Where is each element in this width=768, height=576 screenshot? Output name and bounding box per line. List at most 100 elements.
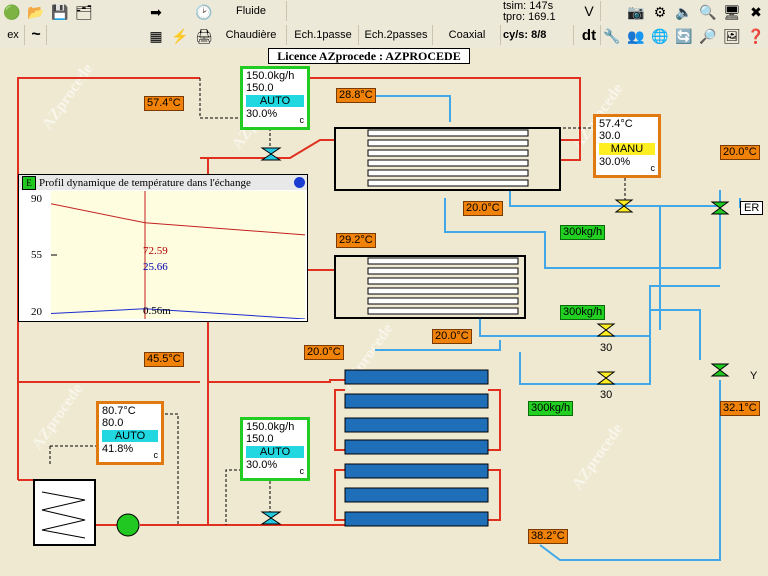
controller-pv: 80.7°C	[102, 405, 136, 417]
browser-icon[interactable]: 🌐	[651, 27, 669, 44]
controller-c: c	[299, 466, 305, 476]
new-file-icon[interactable]: 🟢	[3, 3, 21, 20]
temp-tag: 20.0°C	[304, 345, 344, 360]
hot-pipes	[17, 77, 581, 526]
valve-opening: 30	[600, 389, 613, 401]
tab-ech1passe[interactable]: Ech.1passe	[288, 25, 359, 45]
controller-sp[interactable]: 80.0	[102, 417, 124, 429]
next-arrow-icon[interactable]: ➡	[150, 3, 162, 20]
valve-bottom	[260, 511, 282, 525]
controller-mode-button[interactable]: AUTO	[246, 95, 304, 107]
clock-icon[interactable]: 🕑	[195, 3, 213, 20]
temp-tag: 38.2°C	[528, 529, 568, 544]
controller-mode-button[interactable]: AUTO	[102, 430, 158, 442]
red-value-label: 72.59	[143, 245, 168, 257]
temp-tag: 32.1°C	[720, 401, 760, 416]
plot-close-icon[interactable]	[294, 177, 305, 188]
valve-3	[596, 371, 616, 385]
printer-icon[interactable]: 🖨	[195, 27, 213, 44]
refresh-icon[interactable]: 🔄	[675, 27, 693, 44]
y-tick-label: 90	[31, 193, 42, 205]
temp-controller-right[interactable]: 57.4°C 30.0 MANU 30.0% c	[593, 114, 661, 178]
flow-tag: 300kg/h	[560, 225, 606, 240]
lightning-icon[interactable]: ⚡	[171, 27, 189, 44]
controller-sp[interactable]: 150.0	[246, 82, 274, 94]
controller-output[interactable]: 30.0%	[246, 459, 278, 471]
tune-icon[interactable]: 🔧	[603, 27, 621, 44]
controller-pv: 150.0kg/h	[246, 421, 295, 433]
temp-tag: 45.5°C	[144, 352, 184, 367]
sim-time-readout: tsim: 147s tpro: 169.1	[503, 1, 556, 23]
flow-controller-bottom[interactable]: 150.0kg/h 150.0 AUTO 30.0% c	[240, 417, 310, 481]
tpro-value: tpro: 169.1	[503, 11, 556, 23]
coaxial-exchanger	[344, 369, 489, 527]
blue-value-label: 25.66	[143, 261, 168, 273]
controller-output[interactable]: 30.0%	[599, 156, 631, 168]
monitor-icon[interactable]: 🖥	[723, 3, 741, 20]
plot-badge: E	[22, 176, 36, 190]
v-button[interactable]: V	[578, 1, 601, 21]
flow-controller-top[interactable]: 150.0kg/h 150.0 AUTO 30.0% c	[240, 66, 310, 130]
three-way-valve-top	[710, 201, 730, 215]
toolbar-bottom: ex ~ ▦ ⚡ 🖨 Chaudière Ech.1passe Ech.2pas…	[0, 24, 768, 49]
zoom-out-icon[interactable]: 🔎	[699, 27, 717, 44]
zoom-in-icon[interactable]: 🔍	[699, 3, 717, 20]
flow-tag: 300kg/h	[528, 401, 574, 416]
y-terminal: Y	[750, 370, 758, 382]
tree-icon[interactable]: 🗂	[75, 3, 93, 20]
controller-output[interactable]: 30.0%	[246, 108, 278, 120]
speaker-icon[interactable]: 🔈	[675, 3, 693, 20]
temp-tag: 20.0°C	[463, 201, 503, 216]
pump[interactable]	[116, 513, 140, 537]
temp-tag: 20.0°C	[432, 329, 472, 344]
plot-area: 72.59 25.66 0.56m	[51, 191, 305, 319]
users-icon[interactable]: 👥	[627, 27, 645, 44]
ex-button[interactable]: ex	[2, 25, 25, 45]
temp-tag: 20.0°C	[720, 145, 760, 160]
valve-top	[260, 147, 282, 161]
y-tick-label: 20	[31, 306, 42, 318]
series-line-red	[51, 203, 305, 236]
temp-controller-boiler[interactable]: 80.7°C 80.0 AUTO 41.8% c	[96, 401, 164, 465]
er-terminal: ER	[740, 201, 764, 215]
tab-ech2passes[interactable]: Ech.2passes	[360, 25, 433, 45]
image-icon[interactable]: 🖼	[723, 27, 741, 44]
calculator-icon[interactable]: ▦	[149, 27, 163, 44]
boiler	[33, 479, 96, 546]
plot-svg	[51, 191, 305, 319]
close-icon[interactable]: ✖	[750, 3, 762, 20]
plot-title: Profil dynamique de température dans l'é…	[39, 177, 251, 189]
controller-pv: 57.4°C	[599, 118, 633, 130]
open-folder-icon[interactable]: 📂	[27, 3, 45, 20]
controller-c: c	[299, 115, 305, 125]
controller-sp[interactable]: 150.0	[246, 433, 274, 445]
valve-2	[596, 323, 616, 337]
controller-mode-button[interactable]: AUTO	[246, 446, 304, 458]
help-icon[interactable]: ❓	[747, 27, 765, 44]
cycles-readout: cy/s: 8/8	[503, 25, 574, 45]
save-icon[interactable]: 💾	[51, 3, 69, 20]
wave-button[interactable]: ~	[26, 25, 47, 45]
controller-mode-button[interactable]: MANU	[599, 143, 655, 155]
tab-fluide[interactable]: Fluide	[216, 1, 287, 21]
camera-icon[interactable]: 📷	[627, 3, 645, 20]
cold-pipes	[375, 95, 741, 561]
tab-coaxial[interactable]: Coaxial	[434, 25, 501, 45]
tab-chaudiere[interactable]: Chaudière	[216, 25, 287, 45]
controller-c: c	[650, 163, 656, 173]
series-line-blue	[51, 308, 305, 319]
controller-output[interactable]: 41.8%	[102, 443, 134, 455]
exchanger-2	[334, 255, 526, 319]
temp-tag: 57.4°C	[144, 96, 184, 111]
controller-sp[interactable]: 30.0	[599, 130, 621, 142]
flow-tag: 300kg/h	[560, 305, 606, 320]
tsim-value: tsim: 147s	[503, 0, 554, 12]
three-way-valve-bottom	[710, 363, 730, 377]
controller-pv: 150.0kg/h	[246, 70, 295, 82]
settings-gear-icon[interactable]: ⚙	[653, 3, 667, 20]
dt-button[interactable]: dt	[578, 25, 601, 45]
valve-opening: 30	[600, 342, 613, 354]
